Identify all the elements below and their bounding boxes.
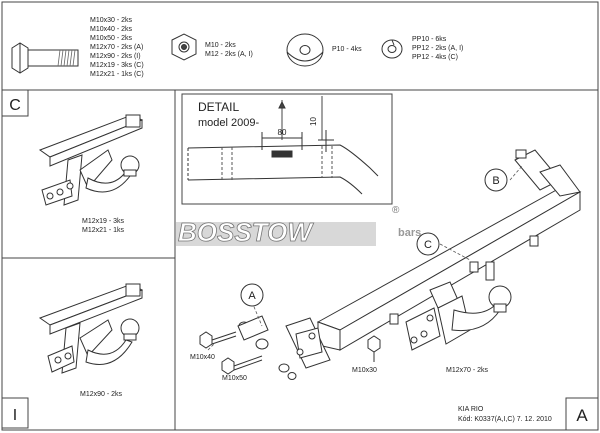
callout-a-label: A <box>248 290 256 302</box>
detail-dim-height: 10 <box>309 117 318 126</box>
callouts: B C A <box>240 168 508 307</box>
detail-dim-width: 80 <box>278 128 287 137</box>
main-towbar-drawing <box>199 149 582 380</box>
panel-i: I M12x90 - 2ks <box>1 283 144 429</box>
panel-a-letter: A <box>576 406 588 425</box>
leader-lines <box>207 165 523 351</box>
footer-model: KIA RIO <box>458 406 484 413</box>
detail-body-panel <box>187 96 379 195</box>
label-m10x40: M10x40 <box>190 354 215 361</box>
nut-line-2: M12 - 2ks (A, I) <box>205 51 253 58</box>
watermark-mark: ® <box>392 205 400 216</box>
bolt-line-2: M10x40 - 2ks <box>90 26 133 33</box>
bolt-line-6: M12x19 - 3ks (C) <box>90 62 144 69</box>
callout-b-label: B <box>492 175 499 187</box>
watermark-brand: BOSSTOW <box>178 217 314 247</box>
detail-title: DETAIL <box>198 100 239 114</box>
label-m12x70: M12x70 - 2ks <box>446 367 489 374</box>
spring-washer-line-3: PP12 - 4ks (C) <box>412 54 458 61</box>
label-m10x30: M10x30 <box>352 367 377 374</box>
bolt-line-4: M12x70 - 2ks (A) <box>90 44 143 51</box>
flat-washer-icon <box>286 33 324 67</box>
callout-c-label: C <box>424 239 432 251</box>
towbar-c-drawing <box>38 114 144 206</box>
spring-washer-line-2: PP12 - 2ks (A, I) <box>412 45 463 52</box>
watermark-sub: bars <box>398 227 421 239</box>
panel-a: A <box>565 397 599 431</box>
bolt-icon <box>11 42 79 74</box>
callout-b: B <box>484 168 508 192</box>
bolt-line-5: M12x90 - 2ks (I) <box>90 53 141 60</box>
callout-a: A <box>240 283 264 307</box>
spring-washer-line-1: PP10 - 6ks <box>412 36 447 43</box>
panel-c-bolt-1: M12x19 - 3ks <box>82 218 125 225</box>
watermark: BOSSTOW ® bars <box>176 205 421 247</box>
fastener-group <box>199 315 381 380</box>
label-m10x50: M10x50 <box>222 375 247 382</box>
nut-line-1: M10 - 2ks <box>205 42 236 49</box>
panel-i-bolt: M12x90 - 2ks <box>80 391 123 398</box>
callout-c: C <box>416 232 440 256</box>
nut-icon <box>171 33 197 61</box>
panel-i-letter: I <box>13 407 17 424</box>
detail-box: DETAIL model 2009- 80 10 <box>181 93 393 205</box>
panel-c-bolt-2: M12x21 - 1ks <box>82 227 125 234</box>
bolt-line-1: M10x30 - 2ks <box>90 17 133 24</box>
spring-washer-icon <box>381 39 403 59</box>
panel-c-letter: C <box>9 97 21 114</box>
towbar-i-drawing <box>38 283 144 374</box>
bolt-line-3: M10x50 - 2ks <box>90 35 133 42</box>
panel-c: C M12x19 - 3ks M12x21 - 1ks <box>1 89 144 234</box>
detail-subtitle: model 2009- <box>198 117 259 129</box>
flat-washer-label: P10 - 4ks <box>332 46 362 53</box>
parts-list: M10x30 - 2ks M10x40 - 2ks M10x50 - 2ks M… <box>11 17 463 78</box>
bolt-line-7: M12x21 - 1ks (C) <box>90 71 144 78</box>
footer-code: Kód: K0337(A,I,C) 7. 12. 2010 <box>458 416 552 423</box>
